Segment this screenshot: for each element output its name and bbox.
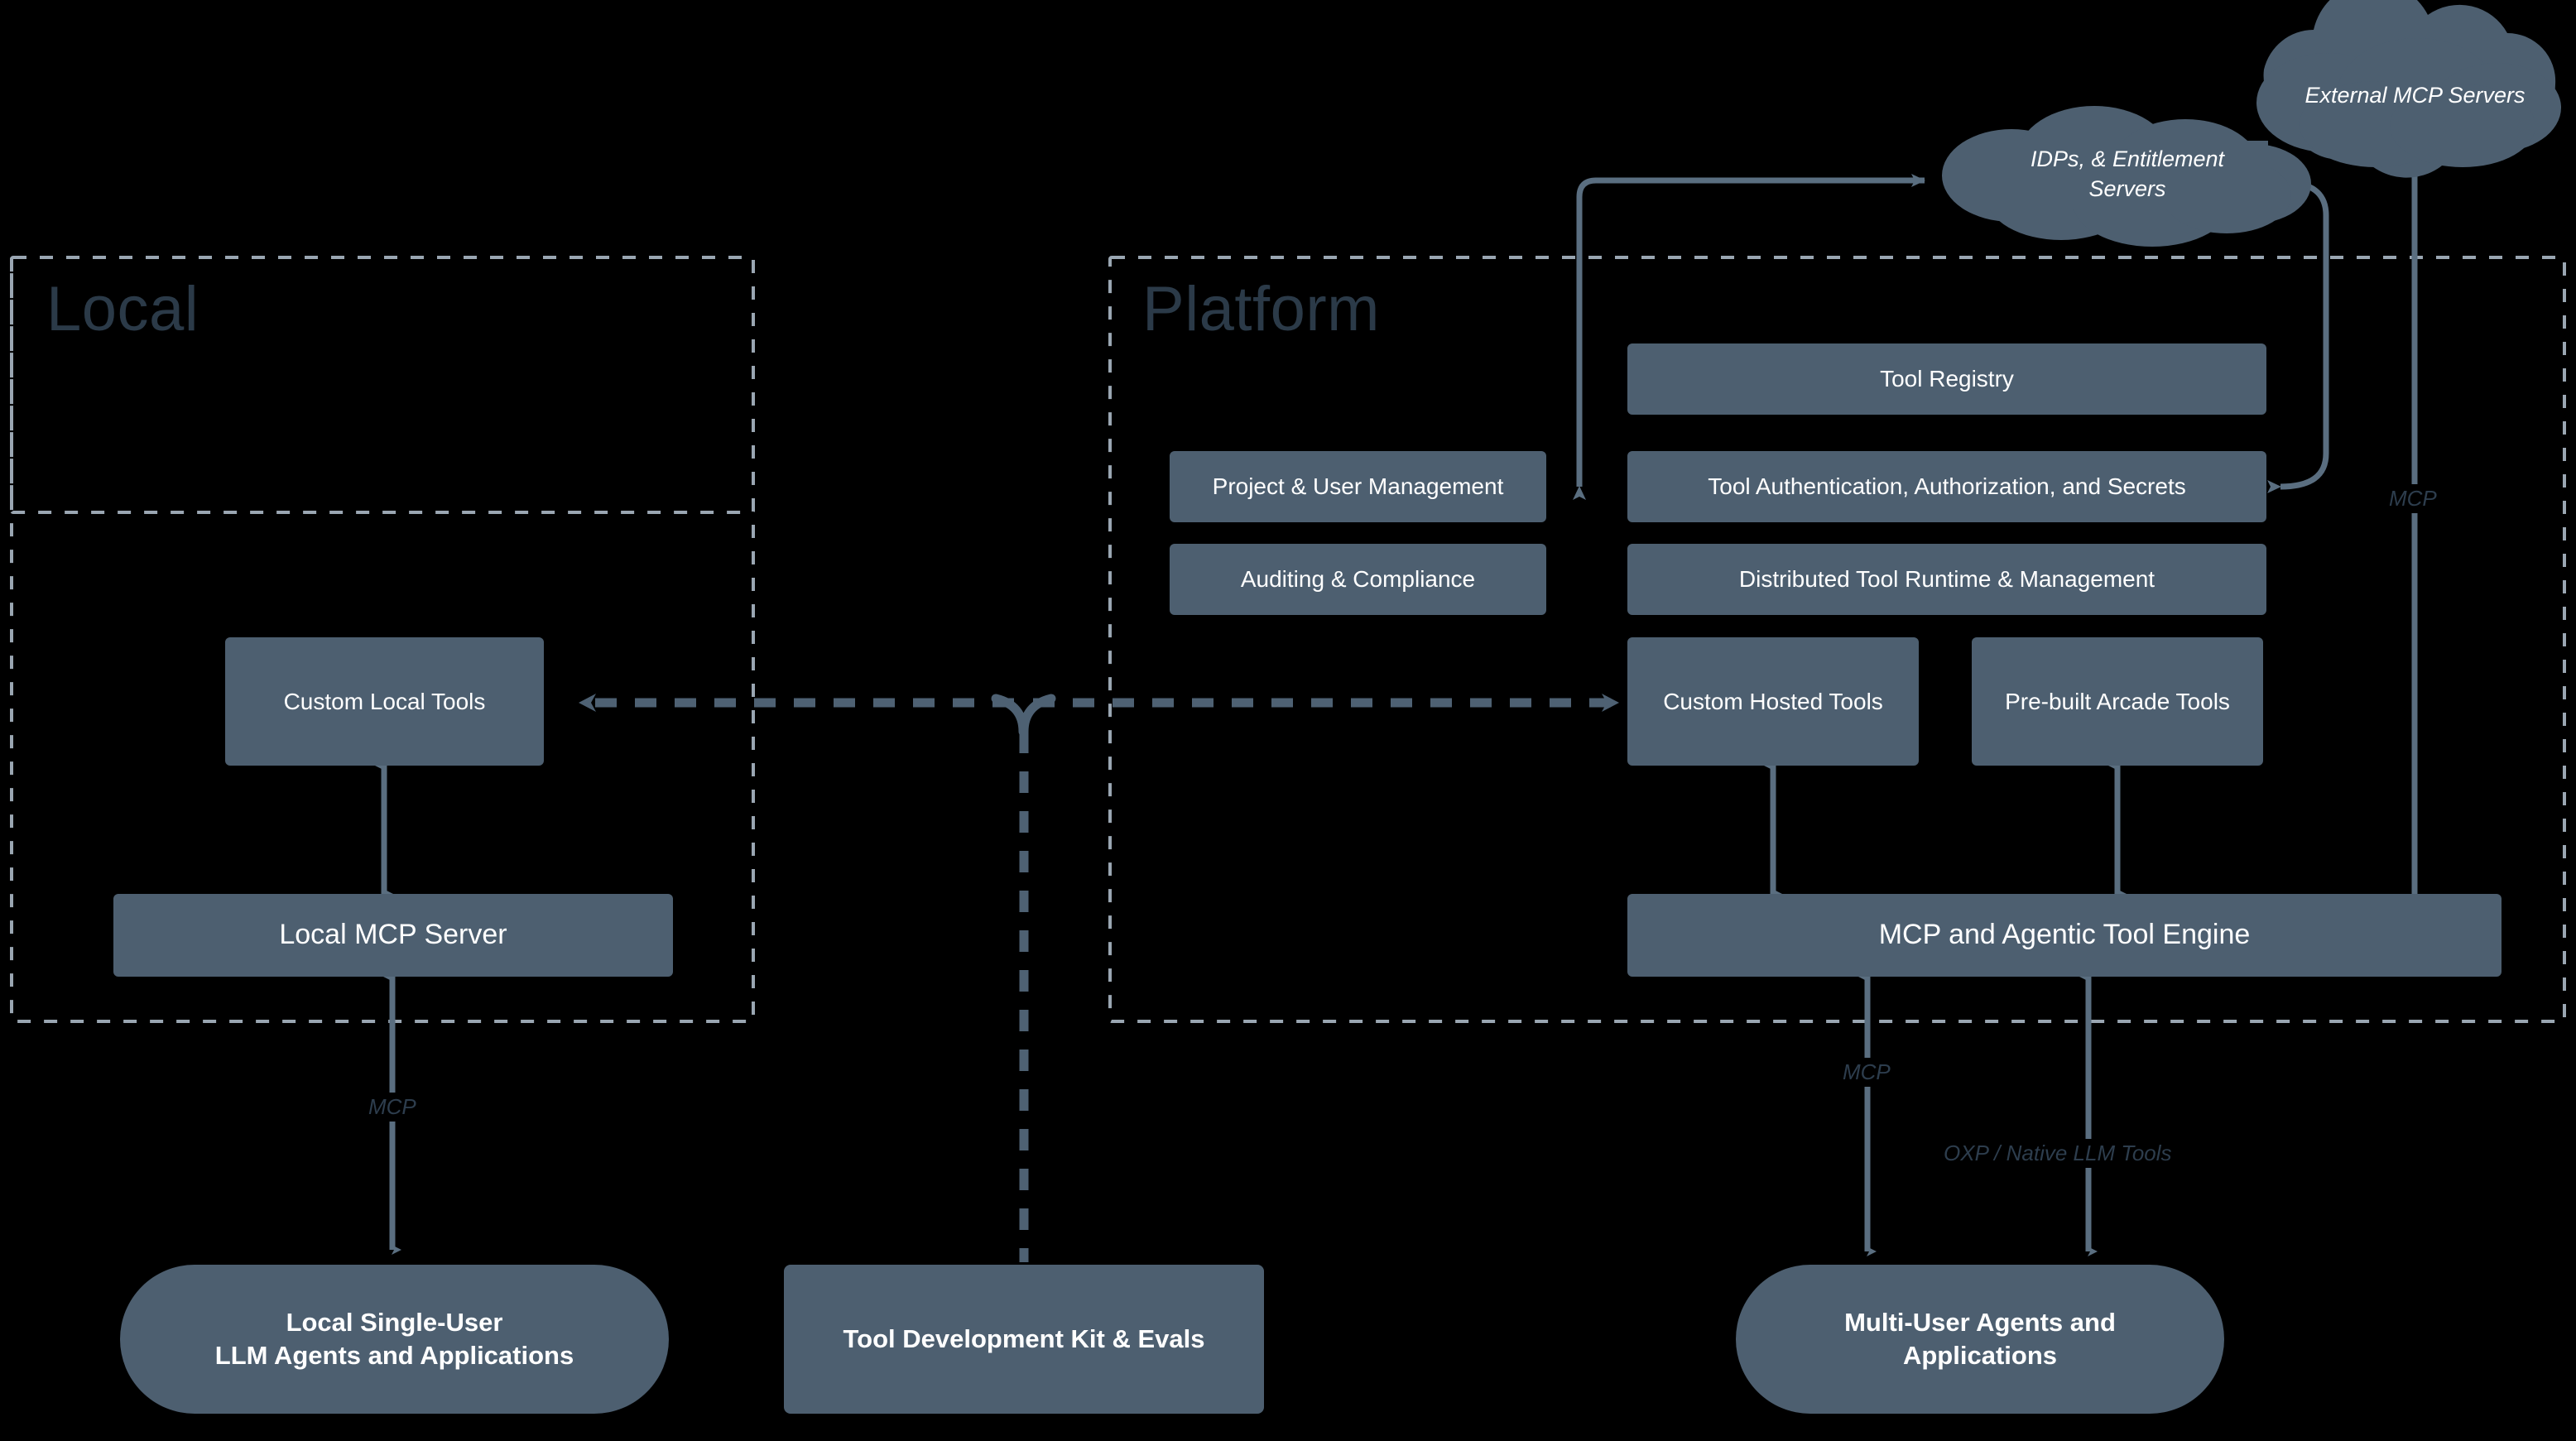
zone-label-platform: Platform [1142,274,1380,344]
node-local-single-user-agents[interactable]: Local Single-User LLM Agents and Applica… [120,1265,669,1414]
node-distributed-tool-runtime[interactable]: Distributed Tool Runtime & Management [1627,544,2266,615]
node-multi-user-agents[interactable]: Multi-User Agents and Applications [1736,1265,2224,1414]
edge-toolauth-idps [2266,175,2329,494]
edge-label-oxp-native-llm-tools: OXP / Native LLM Tools [1937,1139,2179,1168]
node-custom-local-tools[interactable]: Custom Local Tools [225,637,544,766]
edge-label-mcp-local: MCP [362,1093,423,1122]
node-mcp-agentic-tool-engine[interactable]: MCP and Agentic Tool Engine [1627,894,2502,977]
node-tool-development-kit[interactable]: Tool Development Kit & Evals [784,1265,1264,1414]
edge-label-mcp-external: MCP [2382,484,2444,513]
edge-label-mcp-platform: MCP [1836,1058,1897,1087]
cloud-label-external-mcp-servers: External MCP Servers [2304,82,2526,108]
zone-label-local: Local [46,274,199,344]
edge-bridge-tjunction2 [1019,694,1056,737]
node-project-user-management[interactable]: Project & User Management [1170,451,1546,522]
node-custom-hosted-tools[interactable]: Custom Hosted Tools [1627,637,1919,766]
node-auditing-compliance[interactable]: Auditing & Compliance [1170,544,1546,615]
node-prebuilt-arcade-tools[interactable]: Pre-built Arcade Tools [1972,637,2263,766]
cloud-label-idps-entitlement-servers: IDPs, & Entitlement Servers [2030,146,2225,201]
edge-projectmgmt-idps [1573,174,1925,500]
node-tool-registry[interactable]: Tool Registry [1627,343,2266,415]
node-local-mcp-server[interactable]: Local MCP Server [113,894,673,977]
node-tool-authentication[interactable]: Tool Authentication, Authorization, and … [1627,451,2266,522]
edge-bridge-tjunction [991,694,1028,737]
